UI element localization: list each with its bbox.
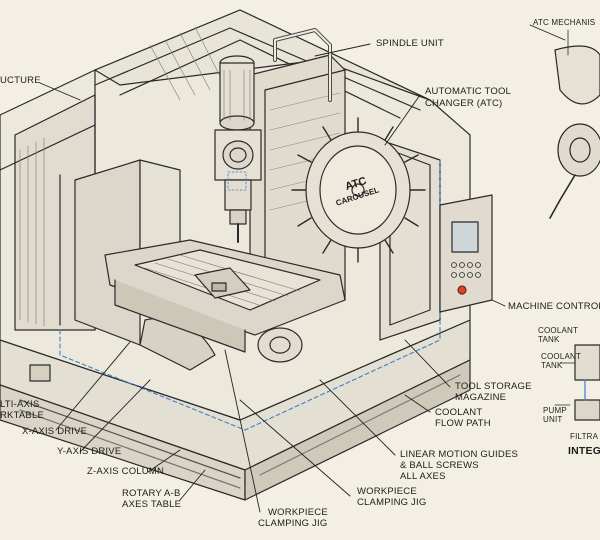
label-rotary-line2: AXES TABLE [122, 499, 182, 510]
label-inset-pump-line1: PUMP [543, 406, 567, 415]
leader-lines [39, 24, 566, 513]
label-atc-mechanism: ATC MECHANIS [533, 18, 596, 27]
label-z-axis-column: Z-AXIS COLUMN [87, 466, 165, 477]
coolant-inset [554, 344, 600, 421]
label-tool-storage-line2: MAGAZINE [455, 392, 507, 403]
label-inset-coolant-tank-1-line2: TANK [538, 335, 560, 344]
label-x-axis-drive: X-AXIS DRIVE [22, 426, 88, 437]
label-inset-pump-line2: UNIT [543, 415, 563, 424]
atc-carousel [291, 117, 426, 263]
label-y-axis-drive: Y-AXIS DRIVE [57, 446, 122, 457]
label-workpiece-clamp-right-line2: CLAMPING JIG [357, 497, 427, 508]
control-panel-drawing [439, 194, 493, 313]
label-multi-axis-line2: RKTABLE [0, 410, 44, 421]
spindle-unit [214, 28, 332, 243]
label-workpiece-clamp-left-line1: WORKPIECE [268, 507, 328, 518]
atc-mechanism-inset [549, 29, 600, 219]
label-workpiece-clamp-right-line1: WORKPIECE [357, 486, 417, 497]
label-multi-axis-line1: LTI-AXIS [0, 399, 40, 410]
label-tool-storage-line1: TOOL STORAGE [455, 381, 532, 392]
label-inset-coolant-tank-2-line2: TANK [541, 361, 563, 370]
label-atc-line1: AUTOMATIC TOOL [425, 86, 512, 97]
label-linear-line3: ALL AXES [400, 471, 446, 482]
label-inset-coolant-tank-1-line1: COOLANT [538, 326, 579, 335]
label-machine-control: MACHINE CONTROL [508, 301, 600, 312]
label-linear-line1: LINEAR MOTION GUIDES [400, 449, 519, 460]
label-coolant-flow-line1: COOLANT [435, 407, 483, 418]
label-workpiece-clamp-left-line2: CLAMPING JIG [258, 518, 328, 529]
label-inset-coolant-tank-2-line1: COOLANT [541, 352, 582, 361]
label-rotary-line1: ROTARY A-B [122, 488, 181, 499]
label-linear-line2: & BALL SCREWS [400, 460, 479, 471]
worktable [104, 239, 346, 371]
label-coolant-flow-line2: FLOW PATH [435, 418, 491, 429]
label-atc-line2: CHANGER (ATC) [425, 98, 503, 109]
machine-base [0, 319, 471, 501]
label-structure: UCTURE [0, 75, 41, 86]
label-spindle-unit: SPINDLE UNIT [376, 38, 444, 49]
label-inset-title: INTEG [568, 445, 600, 457]
label-inset-filtra: FILTRA [570, 432, 599, 441]
